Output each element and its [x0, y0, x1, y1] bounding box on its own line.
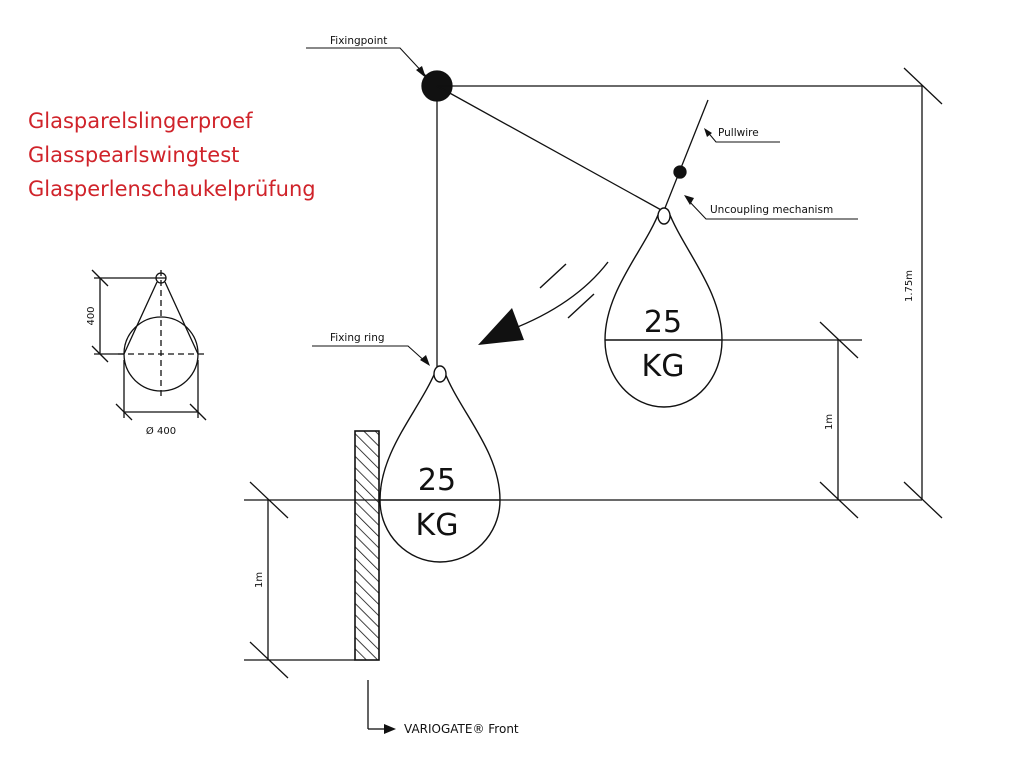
variogate-front-wall [354, 430, 380, 661]
title-dutch: Glasparelslingerproef [28, 109, 253, 133]
title-block: Glasparelslingerproef Glasspearlswingtes… [28, 104, 316, 206]
left-weight-unit: KG [416, 508, 459, 543]
uncoupling-label: Uncoupling mechanism [710, 204, 833, 216]
left-weight [379, 365, 501, 563]
swing-direction-arrow [509, 261, 609, 331]
height-total-label: 1.75m [904, 270, 915, 302]
left-weight-value: 25 [418, 463, 456, 498]
title-german: Glasperlenschaukelprüfung [28, 177, 316, 201]
impact-height-label: 1m [254, 572, 265, 588]
uncoupling-mechanism [673, 165, 687, 179]
bag-detail-view [91, 269, 207, 421]
pullwire-line [664, 99, 709, 209]
title-english: Glasspearlswingtest [28, 143, 240, 167]
drop-height-label: 1m [824, 414, 835, 430]
right-weight [604, 207, 723, 408]
detail-height-label: 400 [86, 306, 97, 325]
front-arrow-icon [384, 724, 396, 734]
pullwire-label: Pullwire [718, 127, 759, 139]
fixing-ring-label: Fixing ring [330, 332, 385, 344]
right-weight-value: 25 [644, 305, 682, 340]
detail-diameter-label: Ø 400 [146, 425, 176, 437]
fixingpoint-label: Fixingpoint [330, 35, 387, 47]
right-weight-unit: KG [642, 349, 685, 384]
swing-pendulum-wire [436, 85, 664, 212]
front-label: VARIOGATE® Front [404, 722, 519, 736]
swing-arrow-head [478, 308, 524, 345]
